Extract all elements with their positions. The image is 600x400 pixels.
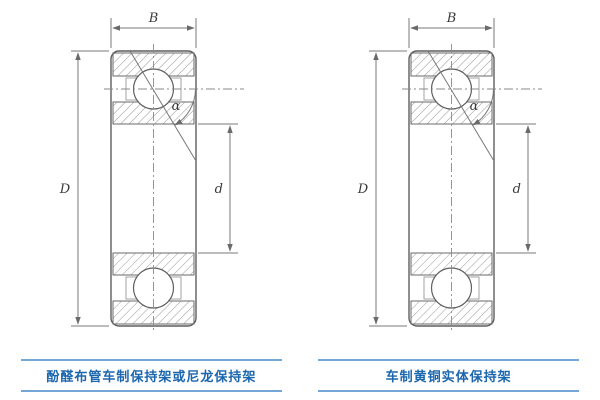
- ring-sections: [112, 52, 195, 325]
- dimension-bore-diameter: [198, 123, 239, 254]
- caption-left: 酚醛布管车制保持架或尼龙保持架: [20, 359, 282, 392]
- contact-angle-label: α: [469, 99, 478, 114]
- contact-angle-label: α: [172, 99, 181, 114]
- contact-angle-line: [427, 50, 495, 162]
- width-label: B: [148, 11, 159, 26]
- outer-diameter-label: D: [356, 182, 368, 197]
- dimension-outer-diameter: [368, 50, 407, 327]
- bearing-cross-section-left: α B D d: [59, 11, 245, 333]
- bearing-cross-section-right: α B D d: [356, 11, 542, 333]
- outer-diameter-label: D: [59, 182, 71, 197]
- angle-arc: [174, 88, 197, 126]
- dimension-width: [110, 18, 197, 48]
- centerlines: [104, 44, 245, 333]
- bore-diameter-label: d: [512, 182, 520, 197]
- dimension-outer-diameter: [71, 50, 110, 327]
- bore-diameter-label: d: [215, 182, 223, 197]
- dimension-bore-diameter: [495, 123, 536, 254]
- dimension-width: [408, 18, 495, 48]
- centerlines: [401, 44, 542, 333]
- figure-right: α B D d 车制黄铜实体保持架: [303, 0, 595, 400]
- angle-arc: [471, 88, 494, 126]
- contact-angle-line: [129, 50, 197, 162]
- caption-right: 车制黄铜实体保持架: [318, 359, 580, 392]
- figure-left: α B D d 酚醛布管车制保持架或尼龙保持架: [5, 0, 297, 400]
- width-label: B: [445, 11, 456, 26]
